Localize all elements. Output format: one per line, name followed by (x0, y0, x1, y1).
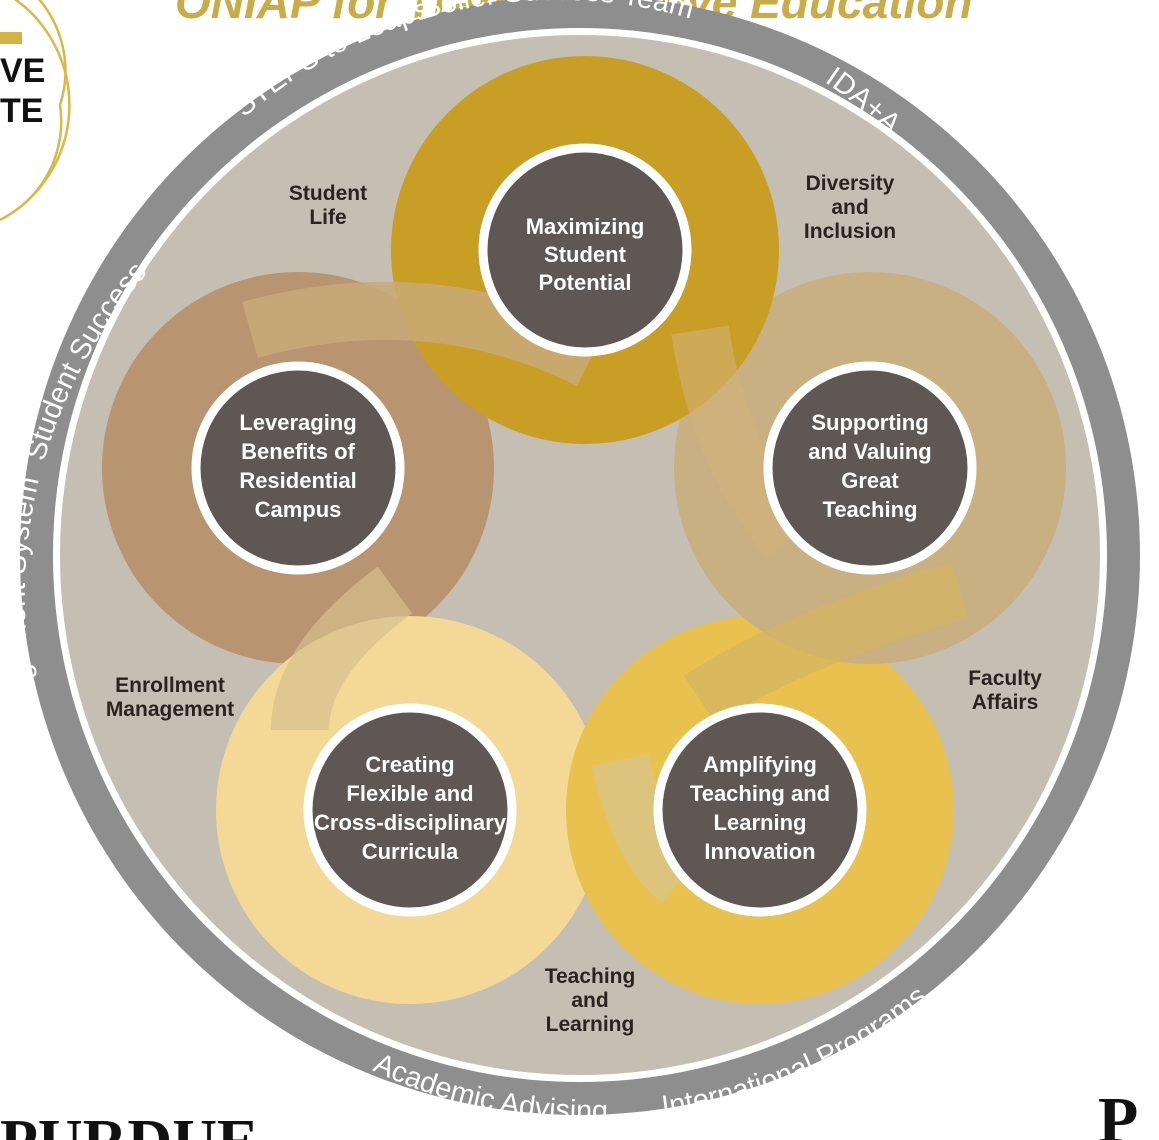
gap-teaching-learning-line-2: and (571, 989, 608, 1012)
loop-student-potential (391, 56, 779, 444)
gap-student-life-line-1: Student (289, 182, 367, 205)
hub-student-potential-line-2: Student (544, 242, 627, 267)
gap-student-life-line-2: Life (309, 206, 346, 229)
hub-student-potential (478, 143, 692, 357)
hub-curricula-line-4: Curricula (362, 839, 459, 864)
hub-student-potential-line-3: Potential (539, 270, 632, 295)
gap-enrollment-line-1: Enrollment (115, 674, 225, 697)
footer-brand-right: P (1098, 1084, 1138, 1140)
ribbon-bottom (591, 753, 699, 904)
badge: VE TE (0, 0, 71, 222)
ribbon-right (683, 562, 969, 725)
gap-diversity-line-3: Inclusion (804, 220, 896, 243)
gap-teaching-learning-line-3: Learning (546, 1013, 635, 1036)
hub-great-teaching-line-4: Teaching (823, 497, 918, 522)
hub-innovation-line-1: Amplifying (703, 752, 817, 777)
hub-great-teaching (763, 361, 977, 575)
loops (102, 56, 1066, 1004)
hub-residential-line-2: Benefits of (241, 439, 355, 464)
hub-residential (191, 361, 405, 575)
gap-faculty-affairs-line-1: Faculty (968, 667, 1042, 690)
badge-line-2: TE (0, 92, 43, 130)
hubs (191, 143, 977, 917)
ribbon-left (271, 566, 413, 732)
badge-line-1: VE (0, 52, 45, 90)
hub-residential-line-1: Leveraging (239, 410, 356, 435)
hub-innovation-line-2: Teaching and (690, 781, 830, 806)
ribbon-top-right (671, 325, 813, 560)
hub-innovation-line-3: Learning (714, 810, 807, 835)
hub-great-teaching-line-2: and Valuing (808, 439, 931, 464)
hub-residential-line-3: Residential (239, 468, 356, 493)
gap-teaching-learning-line-1: Teaching (545, 965, 636, 988)
badge-stripe (0, 32, 22, 44)
hub-curricula-line-1: Creating (365, 752, 454, 777)
hub-great-teaching-line-1: Supporting (811, 410, 928, 435)
hub-curricula-line-3: Cross-disciplinary (314, 810, 507, 835)
hub-innovation-line-4: Innovation (704, 839, 815, 864)
footer-brand-left: PURDUE (0, 1108, 258, 1140)
gap-faculty-affairs-line-2: Affairs (972, 691, 1039, 714)
hub-student-potential-line-1: Maximizing (526, 214, 645, 239)
hub-curricula (303, 703, 517, 917)
gap-enrollment-line-2: Management (106, 698, 234, 721)
hub-great-teaching-line-3: Great (841, 468, 899, 493)
hub-curricula-line-2: Flexible and (346, 781, 473, 806)
loop-curricula (216, 616, 604, 1004)
gap-diversity-line-2: and (831, 196, 868, 219)
hub-innovation (653, 703, 867, 917)
gap-diversity-line-1: Diversity (806, 172, 895, 195)
hub-residential-line-4: Campus (255, 497, 342, 522)
